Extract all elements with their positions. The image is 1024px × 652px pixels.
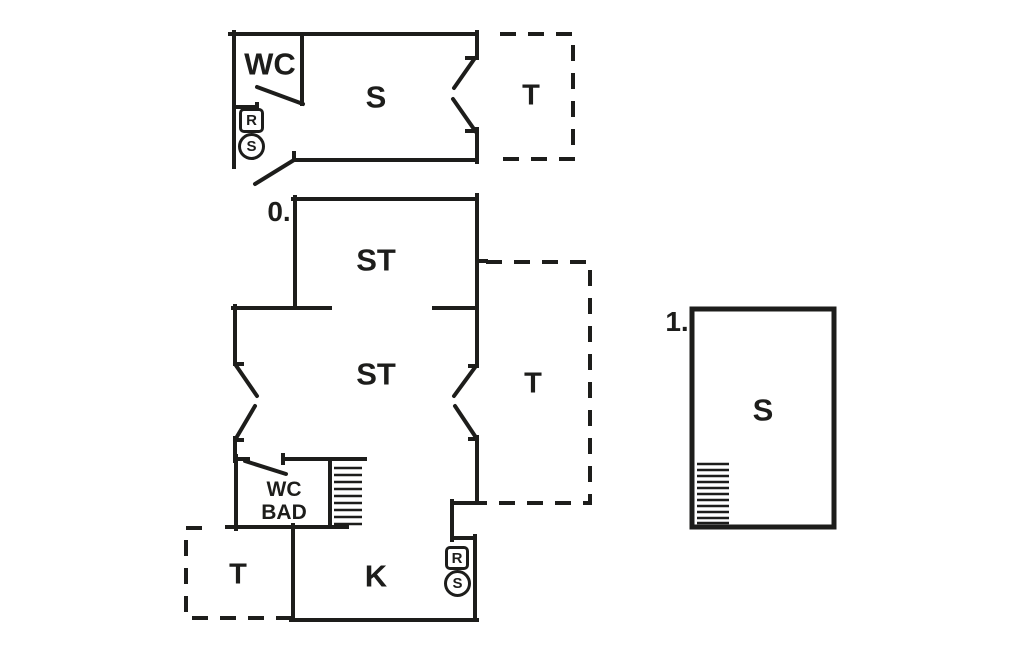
ground-floor-door-leaves [233,362,479,476]
annex-room-label: S [365,79,387,115]
ground-kitchen-label: K [364,558,388,594]
ground-floor-stairs-icon [334,466,362,526]
ground-living-room-1-label: ST [356,242,396,278]
first-floor-walls [689,306,837,530]
first-floor-level-label: 1. [665,306,689,337]
ground-terrace-right-dashed-outline [484,260,592,505]
ground-bathroom-label-line2: BAD [261,501,307,524]
annex-terrace-label: T [522,79,540,112]
annex-radio-icon: R [239,108,264,133]
first-floor-room-label: S [752,392,774,428]
annex-wc-label: WC [244,46,296,82]
ground-living-room-2-label: ST [356,356,396,392]
ground-floor-walls [225,193,488,622]
ground-radio-icon: R [445,546,469,570]
first-floor-stairs-icon [697,462,729,525]
ground-bathroom-label-line1: WC [266,478,302,501]
ground-stereo-icon: S [444,570,471,597]
ground-terrace-left-dashed-outline [184,526,293,620]
ground-terrace-left-label: T [229,558,247,591]
ground-terrace-right-label: T [524,367,542,400]
ground-floor-level-label: 0. [267,196,291,227]
annex-terrace-dashed-outline [498,32,575,161]
annex-stereo-icon: S [238,133,265,160]
annex-door-leaves [253,56,478,186]
ground-bathroom-label: WC BAD [261,478,307,524]
